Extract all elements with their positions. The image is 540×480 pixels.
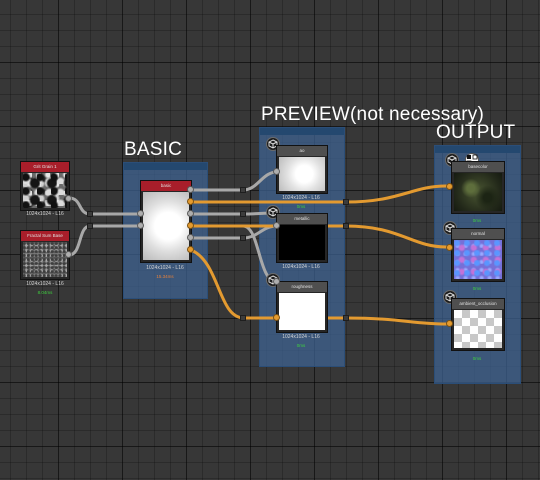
node-resolution: 1024x1024 - L16	[26, 281, 64, 287]
node-title: basecolor	[452, 162, 504, 172]
node-resolution: 1024x1024 - L16	[26, 211, 64, 217]
frame-basic-title: BASIC	[124, 139, 183, 160]
node-thumbnail	[23, 242, 67, 277]
node-title: metallic	[277, 214, 327, 224]
output-port[interactable]	[187, 234, 194, 241]
input-port[interactable]	[137, 210, 144, 217]
node-output-ao[interactable]: ambient_occlusion	[451, 298, 505, 351]
node-grit-grain[interactable]: Grit Grain 1	[20, 161, 70, 211]
node-thumbnail	[23, 173, 67, 208]
output-port[interactable]	[187, 222, 194, 229]
node-title: Fractal Sum Base	[21, 231, 69, 241]
node-preview-ao[interactable]: ao	[276, 145, 328, 194]
frame-preview-title: PREVIEW(not necessary)	[261, 104, 484, 125]
node-preview-metallic[interactable]: metallic	[276, 213, 328, 263]
output-port[interactable]	[187, 210, 194, 217]
node-fractal-sum[interactable]: Fractal Sum Base	[20, 230, 70, 280]
input-port[interactable]	[446, 183, 453, 190]
reroute-dot[interactable]	[343, 223, 349, 229]
node-title: Grit Grain 1	[21, 162, 69, 172]
node-thumbnail	[454, 310, 502, 348]
node-time: 0ms	[472, 356, 482, 361]
reroute-dot[interactable]	[240, 211, 246, 217]
input-port[interactable]	[273, 168, 280, 175]
node-title: normal	[452, 229, 504, 239]
frame-basic-header[interactable]	[124, 163, 207, 170]
input-port[interactable]	[273, 314, 280, 321]
wire-basic-ao	[189, 170, 279, 192]
node-title: ambient_occlusion	[452, 299, 504, 309]
frame-output-header[interactable]	[435, 146, 520, 153]
node-title: ao	[277, 146, 327, 156]
node-output-basecolor[interactable]: basecolor	[451, 161, 505, 214]
input-port[interactable]	[446, 320, 453, 327]
node-resolution: 1024x1024 - L16	[282, 334, 320, 340]
node-thumbnail	[143, 192, 189, 260]
node-time: 0ms	[472, 218, 482, 223]
output-port[interactable]	[187, 246, 194, 253]
wire-basic-metallic	[189, 211, 279, 216]
frame-preview-header[interactable]	[260, 128, 344, 135]
node-basic[interactable]: basic	[140, 180, 192, 263]
wire-noise2-basic	[67, 224, 143, 257]
node-title: basic	[141, 181, 191, 191]
wire-basic-normal	[189, 224, 448, 249]
node-thumbnail	[279, 225, 325, 260]
reroute-dot[interactable]	[343, 315, 349, 321]
node-thumbnail	[454, 173, 502, 211]
node-resolution: 1024x1024 - L16	[282, 195, 320, 201]
node-output-normal[interactable]: normal	[451, 228, 505, 282]
node-time: 0ms	[472, 286, 482, 291]
node-resolution: 1024x1024 - L16	[282, 264, 320, 270]
output-port[interactable]	[187, 198, 194, 205]
node-title: roughness	[277, 282, 327, 292]
node-time: 0ms	[296, 343, 306, 348]
input-port[interactable]	[273, 222, 280, 229]
node-time: 15.34ms	[156, 274, 174, 279]
reroute-dot[interactable]	[240, 315, 246, 321]
wire-basic-basecolor	[189, 184, 448, 204]
node-thumbnail	[454, 240, 502, 279]
output-port[interactable]	[65, 195, 72, 202]
reroute-dot[interactable]	[87, 223, 93, 229]
node-time: 0ms	[296, 204, 306, 209]
node-preview-roughness[interactable]: roughness	[276, 281, 328, 333]
wire-roughness-ao-out	[318, 316, 448, 326]
node-resolution: 1024x1024 - L16	[146, 265, 184, 271]
node-thumbnail	[279, 293, 325, 330]
wire-basic-roughness-out	[189, 248, 279, 320]
input-port[interactable]	[446, 244, 453, 251]
frame-output-title: OUTPUT	[436, 122, 516, 143]
node-time: 8.04ms	[37, 290, 53, 295]
reroute-dot[interactable]	[343, 199, 349, 205]
input-port[interactable]	[137, 222, 144, 229]
reroute-dot[interactable]	[240, 187, 246, 193]
node-thumbnail	[279, 157, 325, 191]
wire-noise1-basic	[67, 196, 143, 216]
input-port[interactable]	[273, 278, 280, 285]
output-port[interactable]	[65, 251, 72, 258]
wire-basic-roughness	[189, 224, 279, 284]
output-port[interactable]	[187, 186, 194, 193]
reroute-dot[interactable]	[240, 235, 246, 241]
reroute-dot[interactable]	[87, 211, 93, 217]
wire-basic-metallic2	[189, 224, 279, 240]
